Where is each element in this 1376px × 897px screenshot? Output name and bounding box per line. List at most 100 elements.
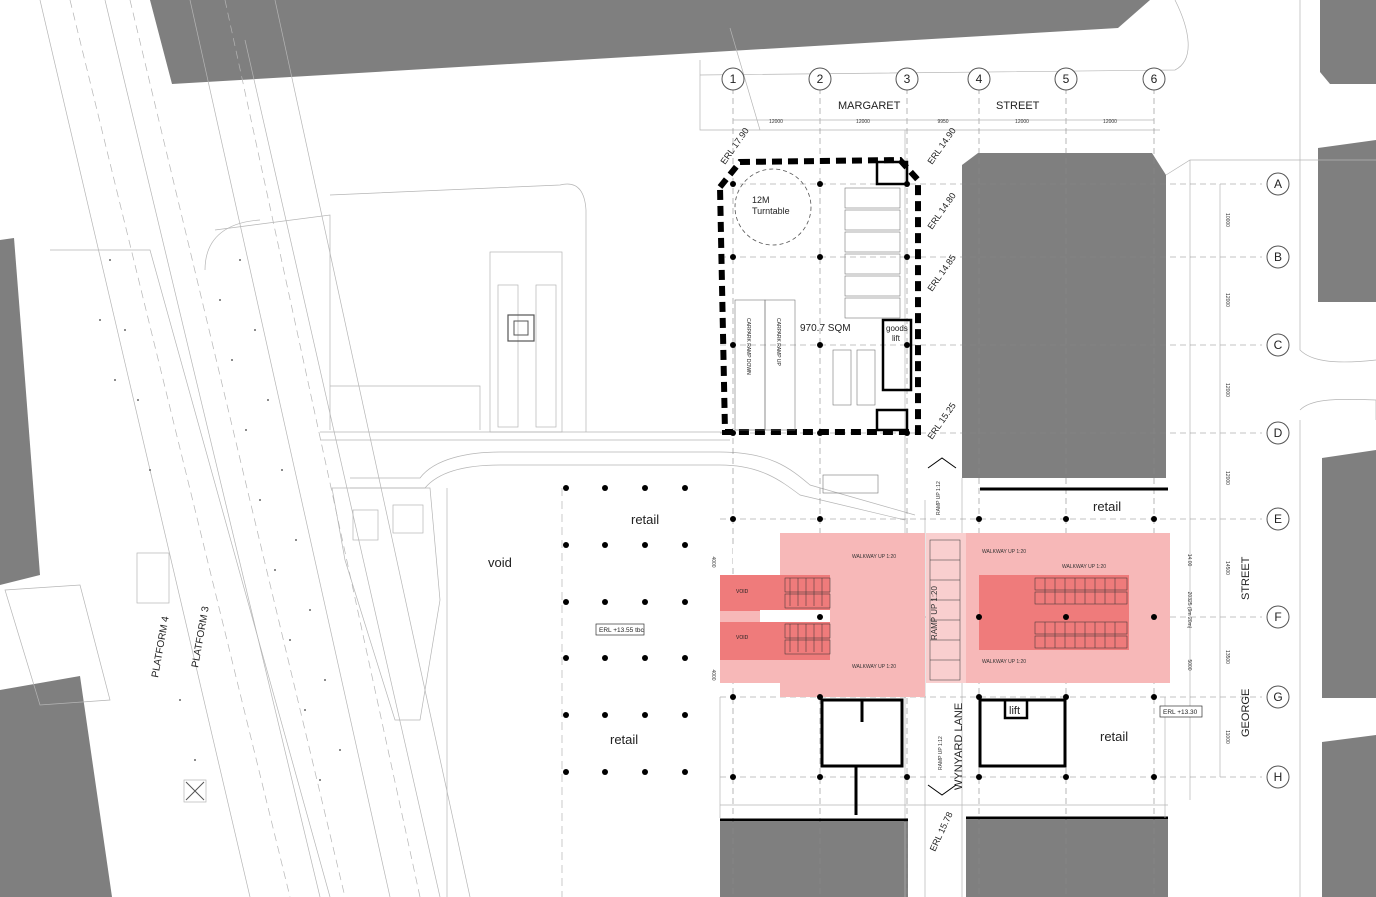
dim-row-1: 10000 [1224, 213, 1230, 227]
dim-side-4: 4000 [710, 556, 716, 567]
building-south-1 [720, 822, 908, 897]
grid-row-d: D [1274, 426, 1283, 440]
pink-escalator-right [979, 575, 1129, 650]
column-grid-west [563, 485, 688, 775]
dim-row-3: 12000 [1224, 383, 1230, 397]
dim-row-7: 11000 [1224, 730, 1230, 744]
building-walls [719, 487, 1168, 822]
escalators [784, 539, 1128, 681]
retail-bottom-left: retail [610, 732, 638, 747]
building-west-1 [0, 238, 40, 585]
walkway-right-bottom: WALKWAY UP 1:20 [982, 659, 1026, 665]
pink-zone-lane [926, 533, 966, 683]
grid-col-4: 4 [976, 72, 983, 86]
street-margaret: MARGARET [838, 100, 901, 112]
dim-col-4: 12000 [1015, 119, 1029, 125]
dim-row-4: 12000 [1224, 471, 1230, 485]
columns [563, 181, 1157, 780]
dimension-labels: 12000 12000 9950 12000 12000 10000 12000… [710, 119, 1230, 744]
ramp-up-112-top: RAMP UP 1:12 [936, 481, 942, 515]
erl-13-30: ERL +13.30 [1163, 709, 1198, 716]
turntable-outline [734, 168, 812, 246]
grid-col-6: 6 [1151, 72, 1158, 86]
parking-bays [734, 187, 901, 494]
grid-col-5: 5 [1063, 72, 1070, 86]
dim-side-1: 14.00 [1186, 554, 1192, 567]
walkway-left-bottom: WALKWAY UP 1:20 [852, 664, 896, 670]
street-labels: MARGARET STREET STREET GEORGE WYNYARD LA… [838, 100, 1252, 790]
retail-top-left: retail [631, 512, 659, 527]
dim-col-1: 12000 [769, 119, 783, 125]
street-margaret-street: STREET [996, 100, 1040, 112]
building-far-east-2 [1322, 450, 1376, 698]
concourse-bridge [760, 610, 830, 622]
lift-label: lift [1009, 705, 1020, 717]
erl-15-78: ERL 15.78 [928, 810, 955, 852]
building-west-2 [0, 676, 112, 897]
street-wynyard-lane: WYNYARD LANE [953, 703, 965, 790]
carpark [716, 156, 921, 494]
ramp-up: CARPARK RAMP UP [775, 318, 781, 367]
void-small-2: VOID [736, 635, 749, 641]
room-labels: 12M Turntable 970.7 SQM goods lift CARPA… [488, 195, 1128, 747]
platform-4: PLATFORM 4 [150, 615, 172, 678]
grid-col-3: 3 [904, 72, 911, 86]
grid-row-b: B [1274, 250, 1282, 264]
pink-escalator-bottom [720, 622, 830, 660]
dim-col-5: 12000 [1103, 119, 1117, 125]
retail-top-right: retail [1093, 499, 1121, 514]
carpark-area: 970.7 SQM [800, 323, 851, 334]
platform-labels: PLATFORM 4 PLATFORM 3 [150, 605, 212, 678]
grid-row-a: A [1274, 177, 1282, 191]
site-linework [4, 0, 1376, 897]
ramp-down: CARPARK RAMP DOWN [745, 318, 751, 375]
grid-row-h: H [1274, 770, 1283, 784]
walkway-labels: WALKWAY UP 1:20 WALKWAY UP 1:20 WALKWAY … [852, 481, 1106, 770]
building-north [150, 0, 1150, 84]
platform-3: PLATFORM 3 [190, 605, 212, 668]
goods-lift-1: goods [886, 324, 908, 333]
dim-side-3: 5000 [1186, 659, 1192, 670]
building-far-east-1 [1318, 140, 1376, 302]
pink-escalator-top [720, 575, 830, 611]
dim-side-5: 4000 [710, 669, 716, 680]
concourse-highlight [720, 533, 1170, 697]
building-northeast [1320, 0, 1376, 84]
grid-row-g: G [1273, 690, 1282, 704]
dim-row-5: 14500 [1224, 561, 1230, 575]
erl-15-25: ERL 15.25 [925, 401, 957, 441]
erl-14-90: ERL 14.90 [925, 126, 957, 166]
turntable-size: 12M [752, 195, 770, 205]
grid-row-f: F [1274, 610, 1281, 624]
dim-row-6: 13500 [1224, 650, 1230, 664]
erl-14-80: ERL 14.80 [925, 191, 957, 231]
goods-lift-2: lift [892, 334, 901, 343]
grid-bubbles [721, 67, 1290, 789]
void-small-1: VOID [736, 589, 749, 595]
walkway-left-top: WALKWAY UP 1:20 [852, 554, 896, 560]
grid-col-2: 2 [817, 72, 824, 86]
level-tags: ERL +13.55 tbc ERL +13.30 [595, 623, 1203, 718]
dim-row-2: 12000 [1224, 293, 1230, 307]
ramp-up-112-bottom: RAMP UP 1:12 [938, 736, 944, 770]
retail-small-box [733, 548, 773, 568]
grid-row-e: E [1274, 512, 1282, 526]
level-labels: ERL 17.90 ERL 14.90 ERL 14.80 ERL 14.85 … [718, 126, 957, 853]
dim-col-2: 12000 [856, 119, 870, 125]
dim-side-2: 20325 (9m 20m) [1186, 592, 1192, 629]
street-george-street: STREET [1240, 556, 1252, 600]
building-south-2 [966, 820, 1168, 897]
erl-13-55: ERL +13.55 tbc [599, 627, 644, 634]
lane-arrows [927, 457, 957, 796]
erl-14-85: ERL 14.85 [925, 253, 957, 293]
grid-bubble-labels: 1 2 3 4 5 6 A B C D E F G H [730, 72, 1283, 784]
ramp-up-120: RAMP UP 1:20 [930, 585, 939, 640]
grid-col-1: 1 [730, 72, 737, 86]
platform-dots [99, 259, 341, 781]
street-george: GEORGE [1240, 689, 1252, 737]
grid-row-c: C [1274, 338, 1283, 352]
walkway-right-top: WALKWAY UP 1:20 [982, 549, 1026, 555]
dim-col-3: 9950 [937, 119, 948, 125]
